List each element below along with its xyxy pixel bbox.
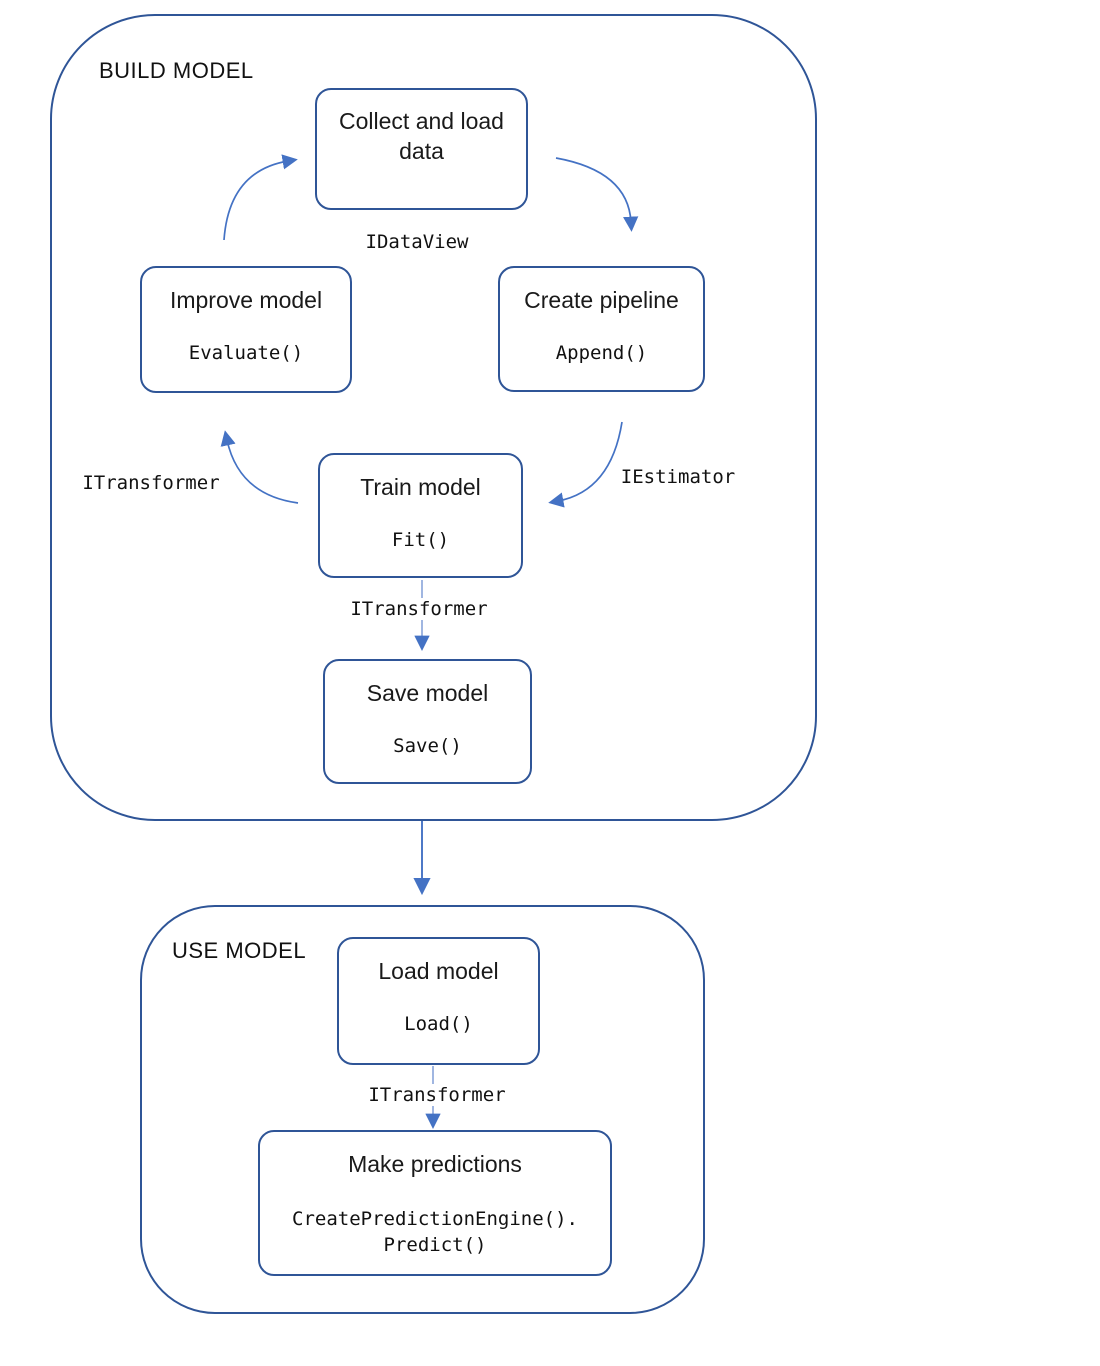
node-train-model: Train model Fit()	[318, 453, 523, 578]
node-improve-model: Improve model Evaluate()	[140, 266, 352, 393]
node-title: Make predictions	[348, 1151, 522, 1177]
node-save-model: Save model Save()	[323, 659, 532, 784]
node-title: Improve model	[169, 287, 323, 313]
node-title: Load model	[378, 958, 499, 984]
node-collect-and-load-data: Collect and load data	[315, 88, 528, 210]
edge-label-idataview: IDataView	[365, 231, 469, 253]
node-code: Append()	[555, 342, 648, 365]
use-model-container	[140, 905, 705, 1314]
node-title: Create pipeline	[524, 287, 679, 313]
node-code: Load()	[404, 1013, 473, 1036]
build-model-container	[50, 14, 817, 821]
use-model-label: USE MODEL	[172, 938, 307, 963]
node-title: Train model	[360, 474, 481, 500]
edge-label-itransformer-feedback: ITransformer	[82, 472, 220, 494]
build-model-label: BUILD MODEL	[99, 58, 254, 83]
node-title: Collect and load data	[339, 108, 504, 165]
node-create-pipeline: Create pipeline Append()	[498, 266, 705, 392]
node-title: Save model	[366, 680, 489, 706]
node-make-predictions: Make predictions CreatePredictionEngine(…	[258, 1130, 612, 1276]
edge-label-iestimator: IEstimator	[620, 466, 736, 488]
node-load-model: Load model Load()	[337, 937, 540, 1065]
node-code: CreatePredictionEngine(). Predict()	[292, 1208, 578, 1256]
edge-label-itransformer-use: ITransformer	[362, 1084, 512, 1106]
edge-label-itransformer-to-save: ITransformer	[344, 598, 494, 620]
node-code: Evaluate()	[188, 342, 304, 365]
node-code: Fit()	[391, 529, 450, 552]
node-code: Save()	[393, 735, 462, 758]
